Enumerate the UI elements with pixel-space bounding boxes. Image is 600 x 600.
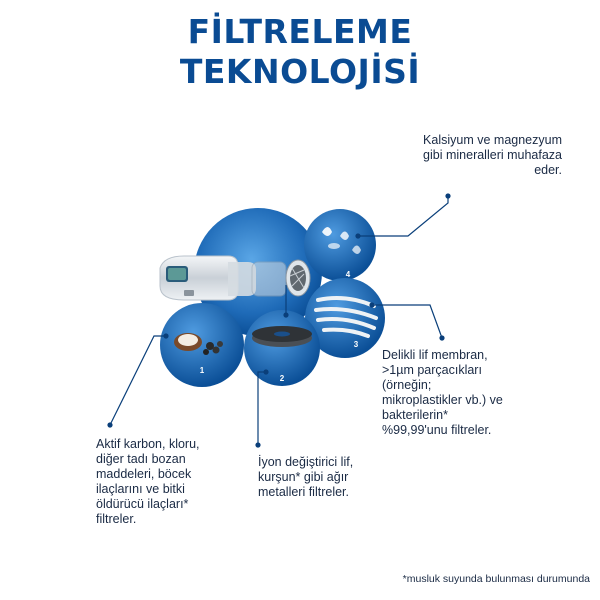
faucet-filter-device [159,255,311,301]
stage-circle-3 [305,278,385,358]
stage-number-3: 3 [354,340,359,349]
stage-circle-2 [244,310,320,386]
caption-hollow-fiber: Delikli lif membran, >1µm parçacıkları (… [382,348,503,437]
leader-lines [107,193,451,448]
leader-line-carbon [109,335,166,426]
footnote: *musluk suyunda bulunması durumunda [402,573,590,585]
stage-circle-1 [160,303,244,387]
page-title-line1: FİLTRELEME [187,12,413,51]
stage-circle-4 [304,209,376,281]
stage-number-4: 4 [346,270,351,279]
leader-line-ion [257,371,266,445]
stage-number-1: 1 [200,366,205,375]
leader-line-hollow-fiber [372,304,443,339]
caption-minerals: Kalsiyum ve magnezyum gibi mineralleri m… [423,133,562,177]
page-title-line2: TEKNOLOJİSİ [179,52,421,91]
caption-carbon: Aktif karbon, kloru, diğer tadı bozan ma… [96,437,200,526]
stage-number-2: 2 [280,374,285,383]
leader-line-minerals [358,196,449,237]
caption-ion-exchange: İyon değiştirici lif, kurşun* gibi ağır … [258,455,354,499]
